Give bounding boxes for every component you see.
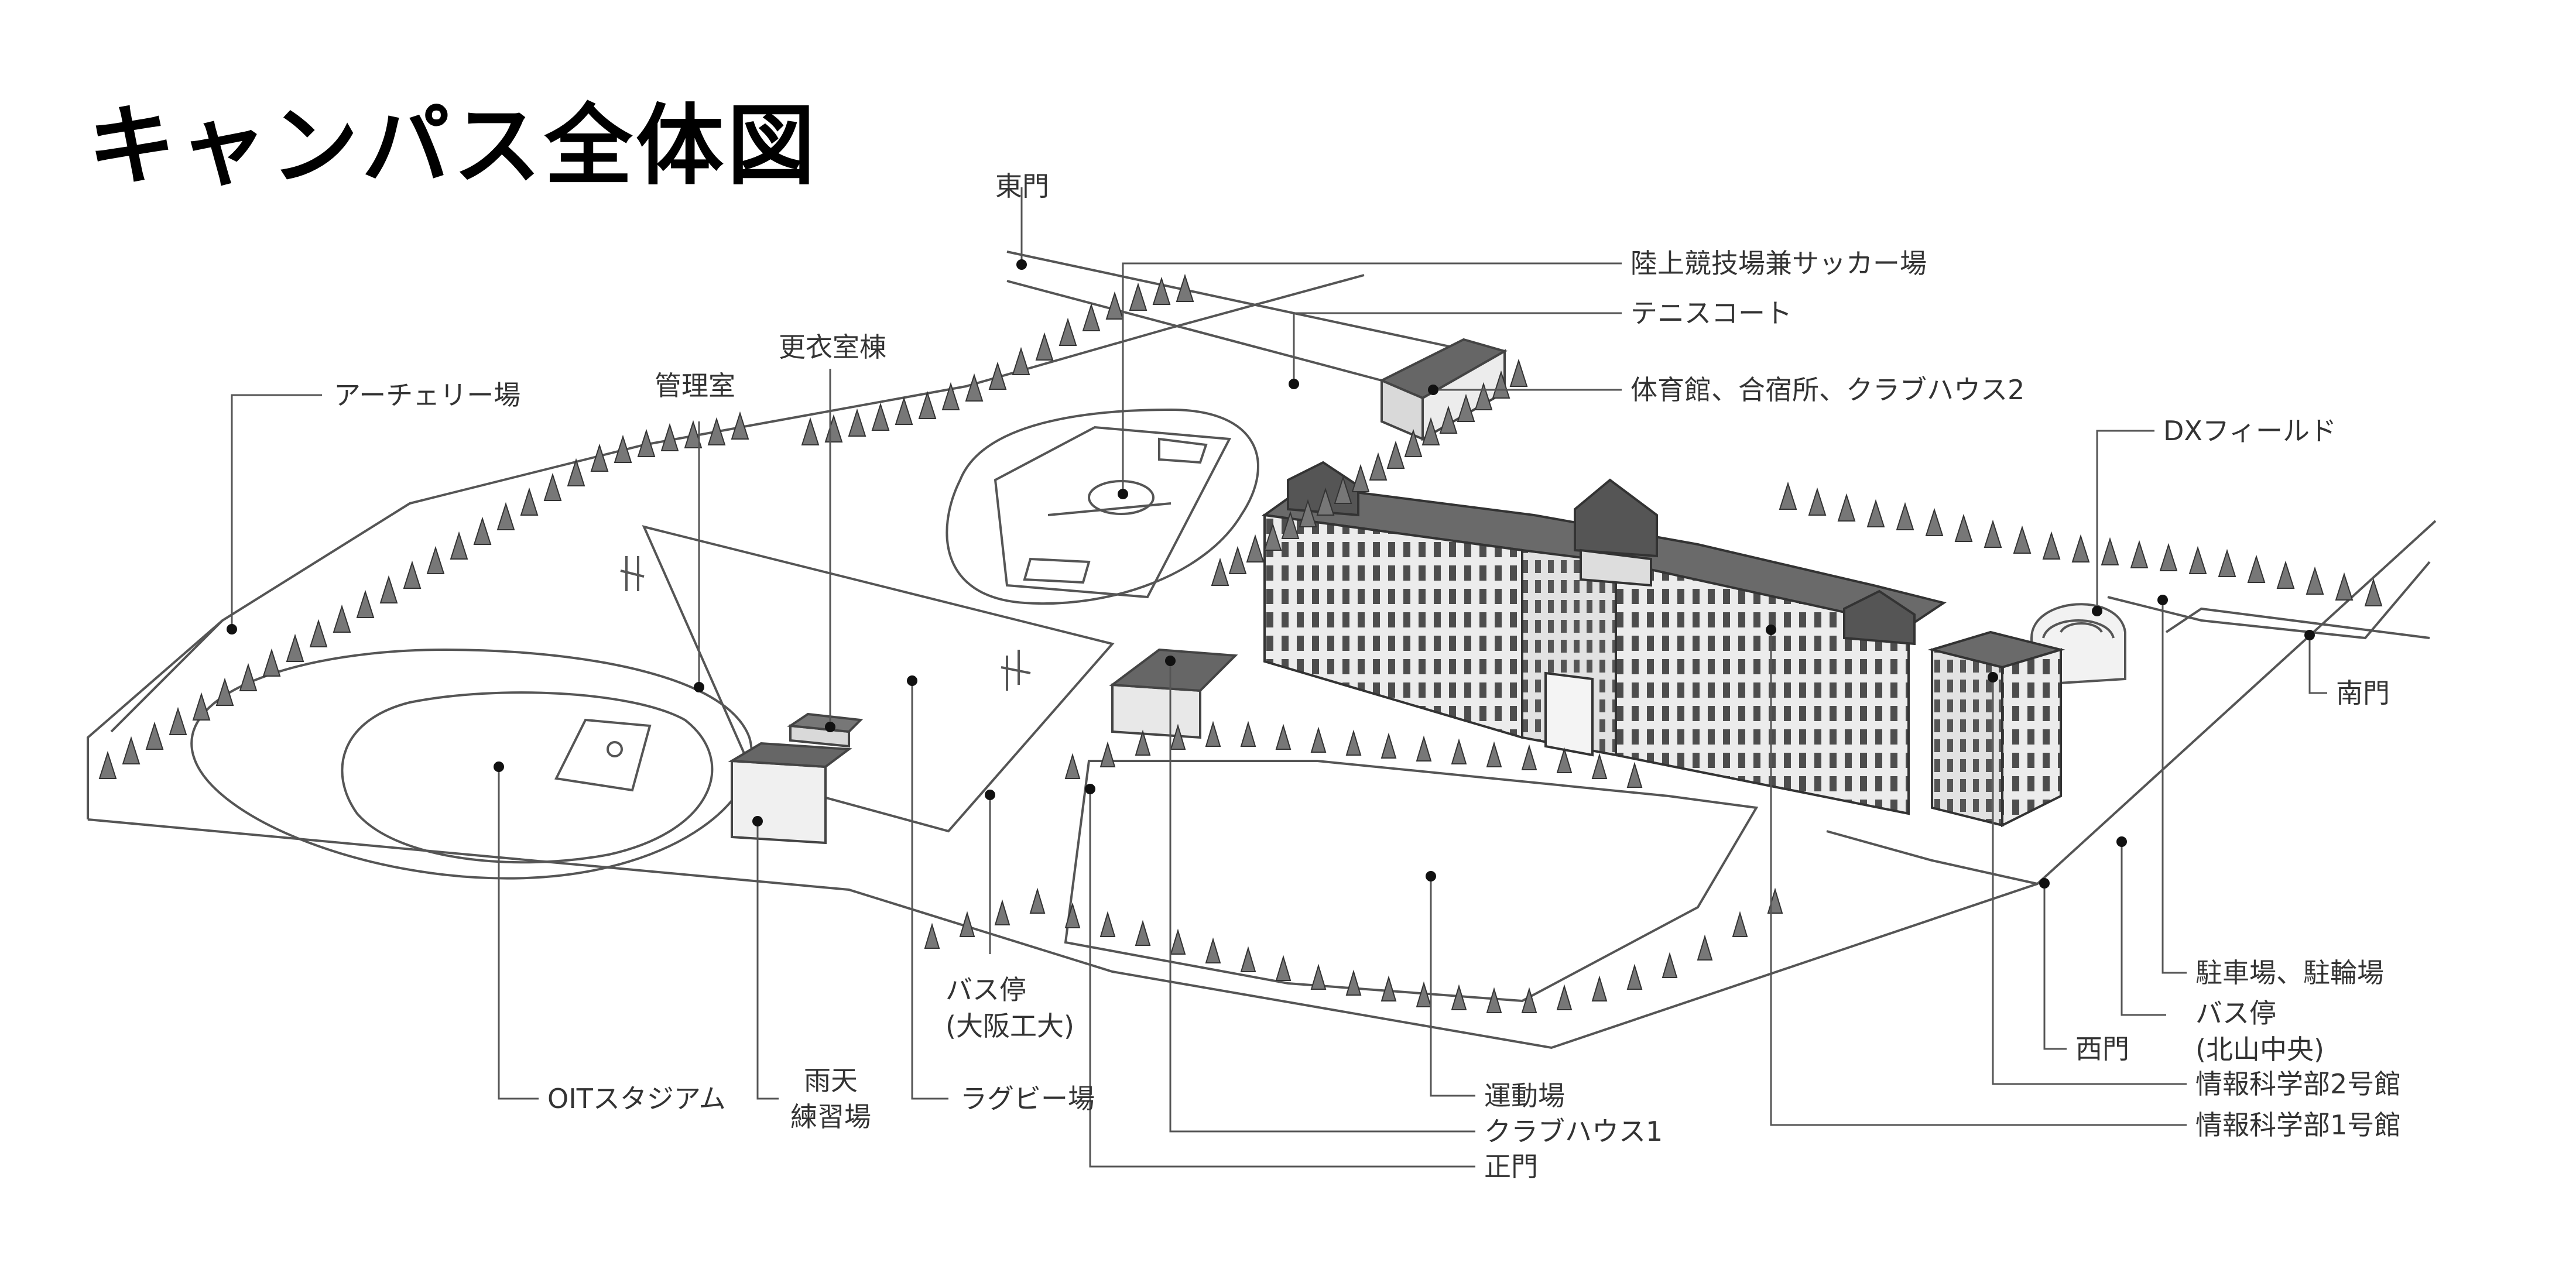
label-east-gate: 東門 [995,170,1049,202]
label-info-building-2: 情報科学部2号館 [2195,1068,2402,1100]
label-dx-field: DXフィールド [2163,415,2337,447]
label-athletic-ground: 運動場 [1484,1080,1565,1112]
label-oit-stadium: OITスタジアム [547,1083,726,1114]
label-main-gate: 正門 [1484,1151,1538,1182]
main-building [1261,461,1947,815]
label-gymnasium: 体育館、合宿所、クラブハウス2 [1630,374,2025,406]
label-bus-stop-oit: バス停 (大阪工大) [946,972,1074,1044]
page-title: キャンパス全体図 [88,95,819,197]
rugby-field [620,525,1115,833]
label-clubhouse-1: クラブハウス1 [1484,1116,1663,1147]
athletic-ground [1064,760,1759,1003]
label-bus-stop-kitayama-line1: バス停 [2195,997,2276,1029]
label-west-gate: 西門 [2075,1033,2129,1065]
label-track-field: 陸上競技場兼サッカー場 [1630,248,1927,279]
label-indoor-practice-line1: 雨天 [804,1065,858,1096]
info-building-2 [1927,630,2065,828]
track-and-soccer-field [946,408,1259,605]
label-indoor-practice-line2: 練習場 [790,1101,871,1133]
leader-dots [227,259,2315,889]
label-tennis-court: テニスコート [1630,297,1792,329]
label-bus-stop-kitayama-line2: (北山中央) [2195,1034,2324,1065]
label-info-building-1: 情報科学部1号館 [2195,1109,2402,1141]
label-office: 管理室 [655,370,735,402]
label-bus-stop-oit-line1: バス停 [946,974,1026,1006]
leader-lines [231,187,2327,1168]
label-parking: 駐車場、駐輪場 [2195,957,2384,989]
label-locker-building: 更衣室棟 [779,331,886,363]
oit-stadium [190,648,753,880]
small-buildings [728,648,1238,845]
label-archery: アーチェリー場 [334,379,521,411]
label-rugby-field: ラグビー場 [960,1083,1095,1114]
trees [98,273,2383,1013]
label-south-gate: 南門 [2336,677,2390,709]
label-bus-stop-oit-line2: (大阪工大) [946,1010,1074,1042]
label-indoor-practice: 雨天 練習場 [790,1062,871,1135]
label-bus-stop-kitayama: バス停 (北山中央) [2195,995,2324,1068]
